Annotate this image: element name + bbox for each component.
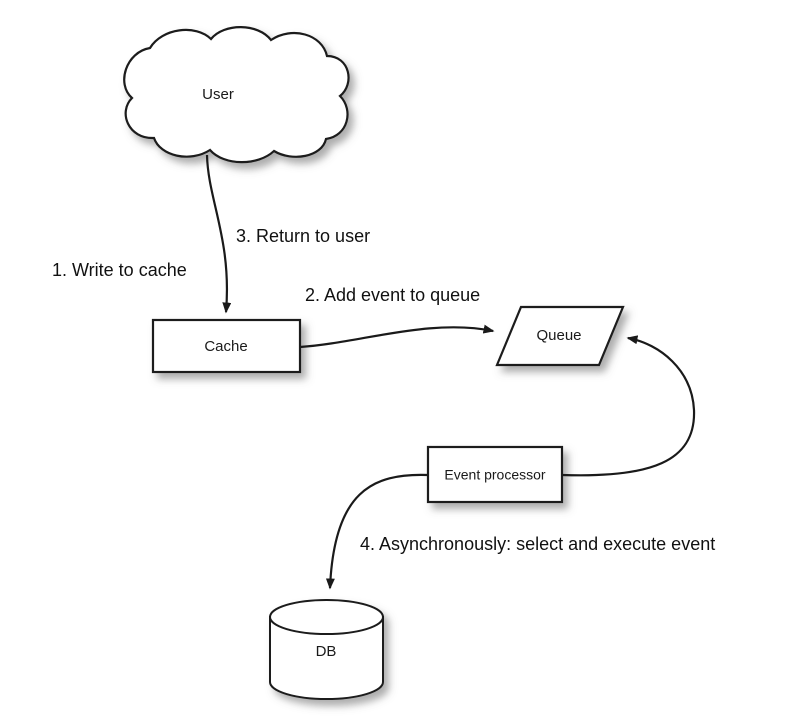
edge-event-processor-to-queue: [561, 335, 696, 477]
node-db-label: DB: [316, 643, 337, 660]
node-db[interactable]: DB: [269, 599, 384, 700]
edge-label-step1: 1. Write to cache: [52, 260, 187, 280]
node-event-processor[interactable]: Event processor: [426, 445, 564, 504]
edge-cache-to-queue: [299, 324, 495, 349]
edge-event-processor-to-db: [325, 473, 429, 590]
node-queue-label: Queue: [536, 327, 581, 344]
edge-user-to-cache: [205, 154, 232, 314]
node-cache-label: Cache: [204, 338, 247, 355]
node-user-label: User: [202, 86, 234, 103]
node-cache[interactable]: Cache: [151, 318, 302, 374]
edge-label-step4: 4. Asynchronously: select and execute ev…: [360, 534, 715, 554]
edge-label-step2: 2. Add event to queue: [305, 285, 480, 305]
edge-label-step3: 3. Return to user: [236, 226, 370, 246]
node-user[interactable]: User: [123, 26, 350, 164]
node-queue[interactable]: Queue: [495, 305, 625, 367]
node-event-processor-label: Event processor: [444, 467, 545, 483]
